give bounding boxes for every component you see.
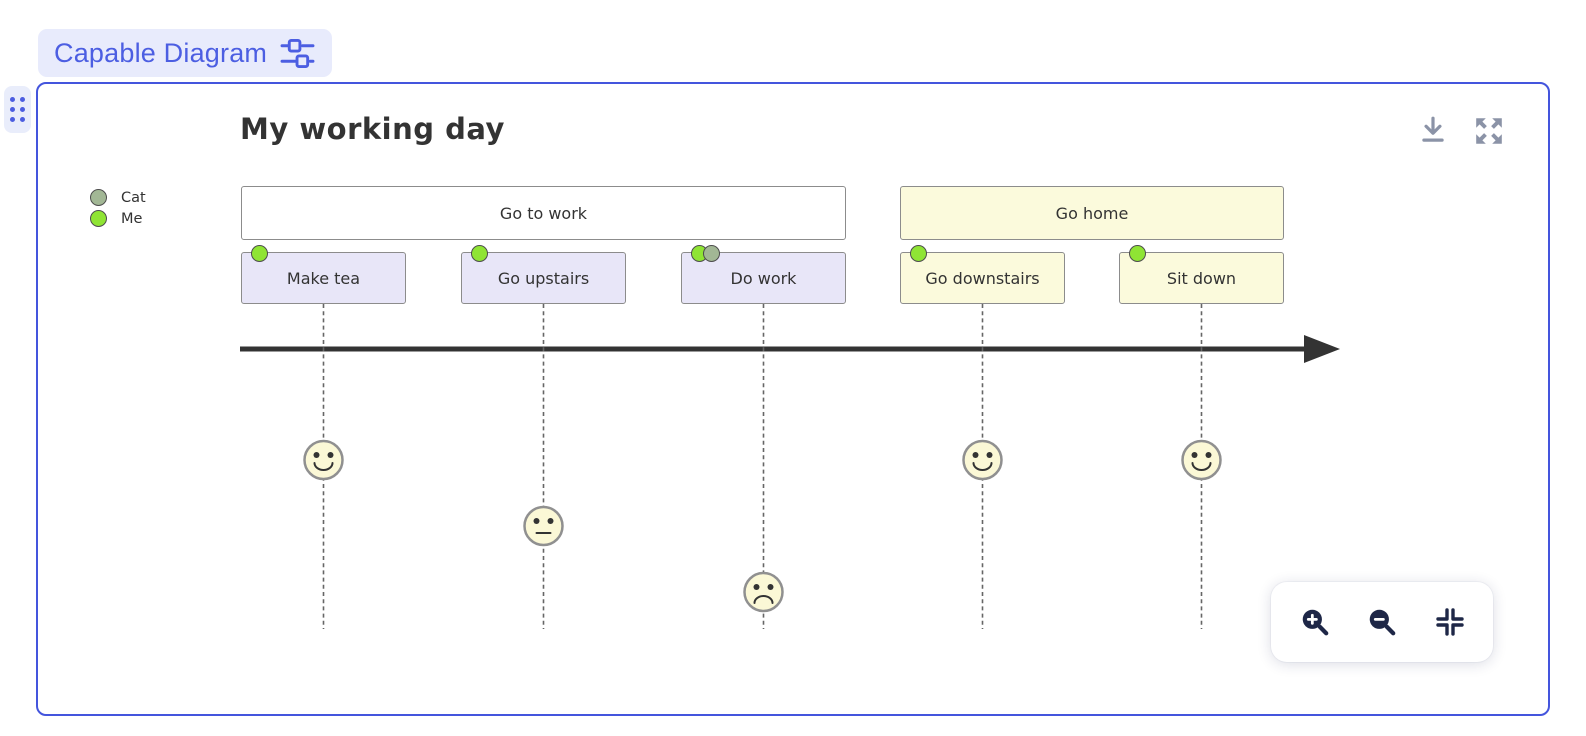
actor-dot-cat	[702, 244, 720, 262]
actor-dot-me	[250, 244, 268, 262]
expand-arrows-icon	[1476, 118, 1502, 144]
task-sit-down: Sit down	[1119, 244, 1284, 304]
face-happy	[303, 439, 344, 481]
legend-item-me: Me	[90, 208, 142, 229]
section-go-home: Go home	[900, 186, 1284, 240]
face-neutral	[523, 505, 564, 547]
settings-button[interactable]	[279, 38, 316, 69]
section-label: Go home	[1055, 203, 1129, 223]
legend-label: Me	[121, 210, 143, 227]
task-label: Go upstairs	[497, 268, 590, 288]
zoom-in-icon	[1302, 609, 1328, 636]
zoom-in-button[interactable]	[1291, 598, 1339, 646]
task-label: Go downstairs	[925, 268, 1040, 288]
drag-handle[interactable]	[4, 86, 31, 133]
download-icon	[1422, 116, 1444, 142]
diagram-title: My working day	[240, 112, 505, 146]
drag-handle-dot	[9, 106, 15, 112]
face-happy	[962, 439, 1003, 481]
legend-item-cat: Cat	[90, 187, 146, 208]
task-go-upstairs: Go upstairs	[461, 244, 626, 304]
drag-handle-dot	[19, 116, 25, 122]
section-go-to-work: Go to work	[241, 186, 846, 240]
block-header: Capable Diagram	[38, 29, 333, 77]
legend-label: Cat	[121, 189, 146, 206]
zoom-out-button[interactable]	[1358, 598, 1406, 646]
zoom-out-icon	[1369, 609, 1396, 636]
task-go-downstairs: Go downstairs	[900, 244, 1065, 304]
task-do-work: Do work	[681, 244, 846, 304]
download-button[interactable]	[1415, 112, 1451, 148]
zoom-toolbar	[1271, 582, 1493, 662]
section-label: Go to work	[499, 203, 588, 223]
sliders-icon	[280, 38, 315, 68]
actor-dot-me	[909, 244, 927, 262]
task-label: Do work	[730, 268, 797, 288]
face-sad	[743, 571, 784, 613]
fit-view-button[interactable]	[1426, 598, 1474, 646]
fit-view-icon	[1435, 608, 1464, 636]
expand-button[interactable]	[1470, 112, 1508, 150]
drag-handle-dot	[9, 116, 15, 122]
block-title: Capable Diagram	[54, 37, 268, 68]
task-label: Make tea	[286, 268, 361, 288]
legend-dot-me	[90, 210, 107, 227]
actor-dot-me	[1128, 244, 1146, 262]
task-make-tea: Make tea	[241, 244, 406, 304]
drag-handle-dot	[9, 96, 15, 102]
drag-handle-dot	[19, 96, 25, 102]
task-label: Sit down	[1166, 268, 1237, 288]
face-happy	[1181, 439, 1222, 481]
actor-dot-me	[470, 244, 488, 262]
legend-dot-cat	[90, 189, 107, 206]
drag-handle-dot	[19, 106, 25, 112]
